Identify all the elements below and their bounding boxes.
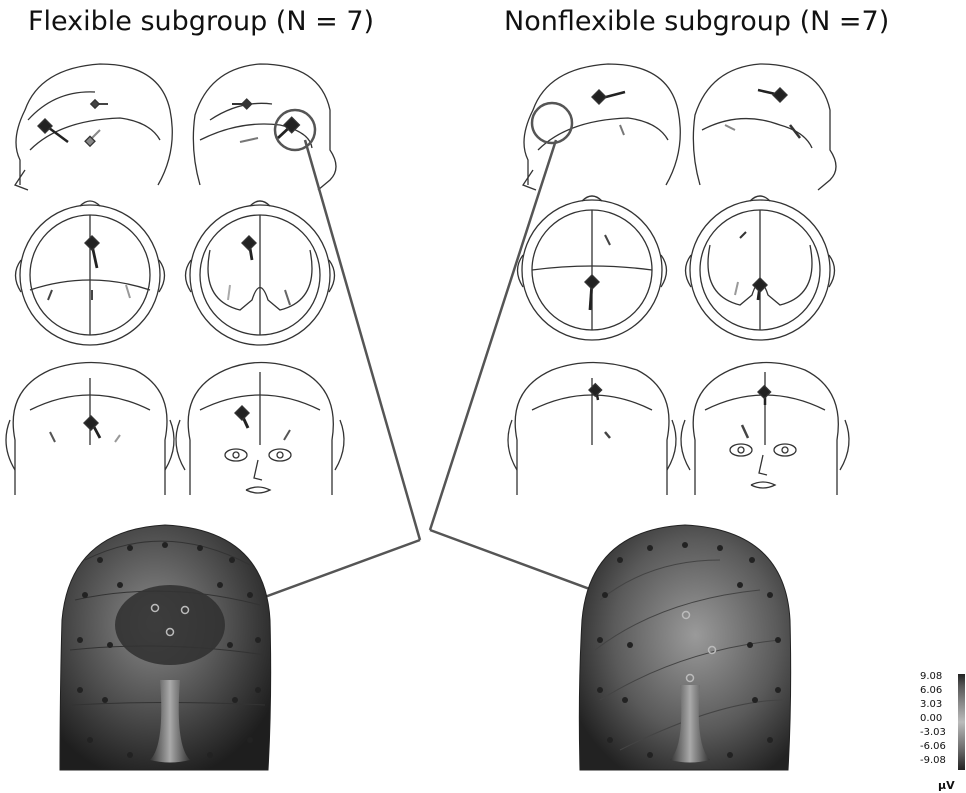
colorbar-gradient <box>958 674 965 770</box>
colorbar-tick: -6.06 <box>920 742 946 752</box>
flexible-axial-left-view <box>16 201 165 345</box>
flexible-3d-head <box>60 525 271 770</box>
colorbar: 9.08 6.06 3.03 0.00 -3.03 -6.06 -9.08 µV <box>920 672 966 793</box>
nonflexible-axial-left-view <box>518 196 667 340</box>
colorbar-tick: -3.03 <box>920 728 946 738</box>
colorbar-tick: 6.06 <box>920 686 942 696</box>
colorbar-tick: 0.00 <box>920 714 942 724</box>
nonflexible-coronal-back-view <box>508 363 676 496</box>
flexible-sagittal-left-view <box>15 64 172 190</box>
nonflexible-3d-head <box>579 525 790 770</box>
connector-lines <box>175 140 660 630</box>
flexible-axial-right-view <box>186 201 335 345</box>
flexible-coronal-back-view <box>6 363 174 496</box>
nonflexible-coronal-front-view <box>681 363 849 496</box>
colorbar-tick: 9.08 <box>920 672 942 682</box>
nonflexible-sagittal-right-view <box>693 64 836 190</box>
colorbar-tick: -9.08 <box>920 756 946 766</box>
colorbar-unit: µV <box>938 779 955 792</box>
flexible-coronal-front-view <box>176 363 344 496</box>
colorbar-tick: 3.03 <box>920 700 942 710</box>
nonflexible-axial-right-view <box>686 196 835 340</box>
